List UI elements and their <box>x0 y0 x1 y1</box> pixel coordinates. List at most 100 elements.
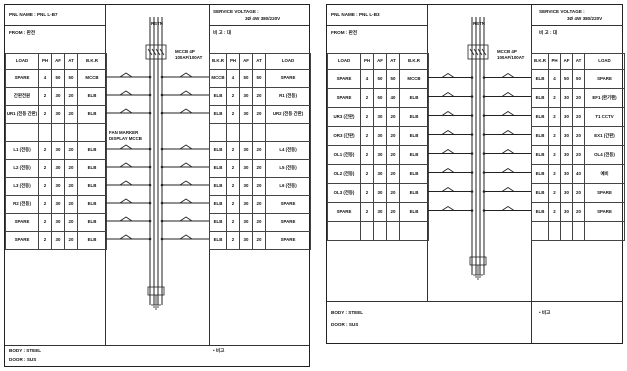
table-cell: OL2 (전등) <box>327 164 361 184</box>
table-cell <box>584 221 625 241</box>
feeder-breaker-left <box>441 129 455 135</box>
feeder-node-left <box>148 201 152 205</box>
table-cell: 2 <box>226 105 240 124</box>
table-cell: 20 <box>572 183 585 203</box>
table-cell: EF1 (환기팬) <box>584 88 625 108</box>
table-cell: 20 <box>386 126 400 146</box>
table-cell: ELB <box>77 195 107 214</box>
table-cell: 2 <box>38 159 52 178</box>
table-cell: 20 <box>64 159 78 178</box>
table-cell: 30 <box>51 87 65 106</box>
feeder-breaker-left <box>119 72 133 78</box>
left-panel-schedule: PNL NAME : PNL L-B7 SERVICE VOLTAGE : 3Ø… <box>4 4 311 367</box>
table-cell: 30 <box>373 145 387 165</box>
table-cell: ELB <box>209 231 227 250</box>
feeder-breaker-left <box>441 205 455 211</box>
right-bus-label: RSTN <box>473 21 485 26</box>
main-breaker-contact <box>469 48 475 56</box>
table-cell: 30 <box>51 231 65 250</box>
table-cell: 30 <box>239 231 253 250</box>
feeder-breaker-right <box>501 129 515 135</box>
right-note: • 비고 <box>539 310 551 315</box>
main-breaker-contact <box>481 48 487 56</box>
table-cell: 20 <box>572 88 585 108</box>
table-cell: 4 <box>38 69 52 88</box>
table-cell: 30 <box>239 87 253 106</box>
table-cell: SPARE <box>5 213 39 232</box>
table-cell <box>5 123 39 142</box>
table-cell: 2 <box>226 231 240 250</box>
table-cell: ELB <box>531 69 549 89</box>
table-cell: 50 <box>373 88 387 108</box>
right-footer-col-divider <box>531 301 532 343</box>
feeder-node-right <box>160 183 164 187</box>
col-header-load: LOAD <box>327 53 361 70</box>
left-main-breaker-rating: 100AF/100AT <box>175 55 203 60</box>
table-cell: 2 <box>548 202 561 222</box>
table-cell: OL1 (전등) <box>327 145 361 165</box>
feeder-node-left <box>470 171 474 174</box>
table-cell: 2 <box>226 159 240 178</box>
table-cell: ELB <box>399 107 429 127</box>
table-cell: 20 <box>386 107 400 127</box>
table-cell: ELB <box>399 164 429 184</box>
feeder-breaker-left <box>119 108 133 114</box>
table-cell: R1 (전등) <box>265 87 311 106</box>
table-cell <box>399 221 429 241</box>
col-header-af: AF <box>373 53 387 70</box>
feeder-node-right <box>482 171 486 174</box>
table-cell: 20 <box>252 231 266 250</box>
table-cell: 20 <box>252 159 266 178</box>
table-cell <box>265 123 311 142</box>
feeder-node-left <box>148 165 152 169</box>
table-row <box>327 221 429 241</box>
feeder-breaker-left <box>119 234 133 240</box>
table-cell: ELB <box>77 105 107 124</box>
left-mid-annotation: FAN MARKER <box>109 130 139 135</box>
table-cell: 4 <box>548 69 561 89</box>
table-cell <box>373 221 387 241</box>
table-cell: 50 <box>64 69 78 88</box>
feeder-node-left <box>148 147 152 151</box>
table-cell: 2 <box>360 126 374 146</box>
feeder-breaker-left <box>119 198 133 204</box>
feeder-node-right <box>160 165 164 169</box>
table-cell: 2 <box>548 145 561 165</box>
table-cell <box>560 221 573 241</box>
col-header-at: AT <box>64 53 78 70</box>
feeder-breaker-right <box>179 198 193 204</box>
table-cell: 50 <box>572 69 585 89</box>
feeder-breaker-left <box>119 144 133 150</box>
table-cell: 30 <box>51 195 65 214</box>
table-cell: EX1 (간판) <box>584 126 625 146</box>
feeder-breaker-right <box>179 72 193 78</box>
table-cell: 50 <box>373 69 387 89</box>
right-header-divider-right <box>531 25 623 26</box>
table-cell: 30 <box>373 164 387 184</box>
table-cell: SPARE <box>265 231 311 250</box>
table-cell: L6 (전등) <box>265 177 311 196</box>
table-cell: 50 <box>386 69 400 89</box>
col-header-ph: PH <box>38 53 52 70</box>
table-cell: 30 <box>560 164 573 184</box>
table-cell: ELB <box>399 202 429 222</box>
feeder-breaker-right <box>179 216 193 222</box>
table-cell: ELB <box>531 107 549 127</box>
feeder-node-right <box>160 75 164 79</box>
col-header-af: AF <box>51 53 65 70</box>
feeder-breaker-right <box>501 167 515 173</box>
col-header-at: AT <box>252 53 266 70</box>
table-cell: 30 <box>239 159 253 178</box>
left-mid-annotation-2: DISPLAY MCCB <box>109 136 142 141</box>
